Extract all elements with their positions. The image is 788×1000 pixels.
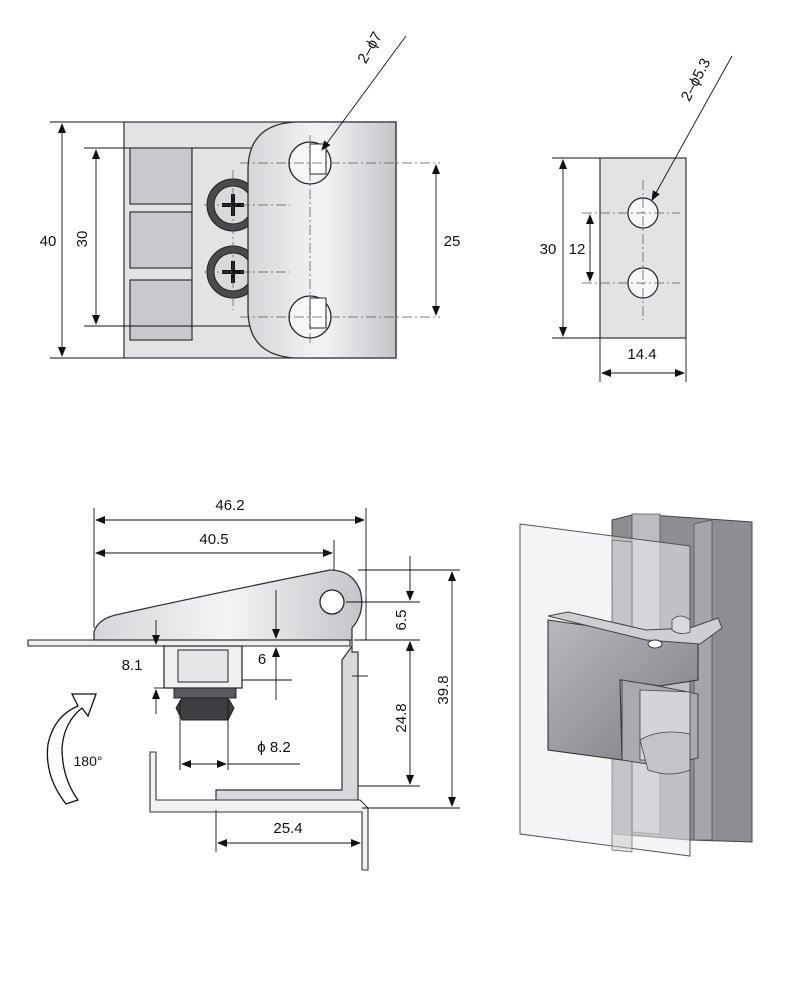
pivot-hole-3d bbox=[647, 639, 663, 649]
dim-height-inner: 30 bbox=[74, 231, 91, 248]
dim-lower-height: 24.8 bbox=[393, 703, 410, 732]
door-panel bbox=[27, 639, 351, 647]
dim-thickness: 6 bbox=[258, 651, 266, 668]
slot-top bbox=[129, 147, 193, 205]
dim-hole-spacing: 25 bbox=[444, 233, 461, 250]
dim-total-length: 46.2 bbox=[215, 497, 244, 514]
slot-middle bbox=[129, 211, 193, 269]
plate-dim-hole-spacing: 12 bbox=[569, 241, 586, 258]
dim-height-outer: 40 bbox=[40, 233, 57, 250]
leader-phi5-3 bbox=[651, 55, 733, 201]
rotation-label: 180° bbox=[74, 753, 103, 769]
dim-bottom-width: 25.4 bbox=[273, 820, 302, 837]
dim-offset-top: 6.5 bbox=[393, 610, 410, 631]
shaft bbox=[177, 649, 229, 683]
isometric-view bbox=[519, 513, 753, 857]
rotation-arrow-icon bbox=[46, 693, 97, 805]
pivot-hole bbox=[319, 589, 345, 615]
plate-dim-width: 14.4 bbox=[627, 346, 656, 363]
leaf-profile bbox=[93, 569, 363, 641]
washer bbox=[173, 687, 237, 699]
dim-leaf-length: 40.5 bbox=[199, 531, 228, 548]
cabinet-profile bbox=[149, 751, 369, 871]
plate-dim-height: 30 bbox=[540, 241, 557, 258]
hinge-leaf bbox=[247, 121, 397, 359]
plate-view: 30 12 14.4 2–ϕ5.3 bbox=[540, 55, 733, 382]
leader-phi7 bbox=[321, 35, 407, 151]
top-view: 40 30 25 2–ϕ7 bbox=[40, 29, 461, 359]
hex-nut bbox=[175, 697, 235, 721]
dim-nut-height: 8.1 bbox=[122, 657, 143, 674]
dim-shaft-dia: ϕ 8.2 bbox=[257, 739, 290, 756]
slot-bottom bbox=[129, 279, 193, 341]
dim-total-height: 39.8 bbox=[435, 675, 452, 704]
middle-bracket bbox=[191, 147, 253, 327]
hole-callout-phi7: 2–ϕ7 bbox=[354, 29, 385, 66]
side-view: 46.2 40.5 6.5 24.8 39.8 8.1 6 ϕ 8.2 25 bbox=[27, 497, 460, 871]
